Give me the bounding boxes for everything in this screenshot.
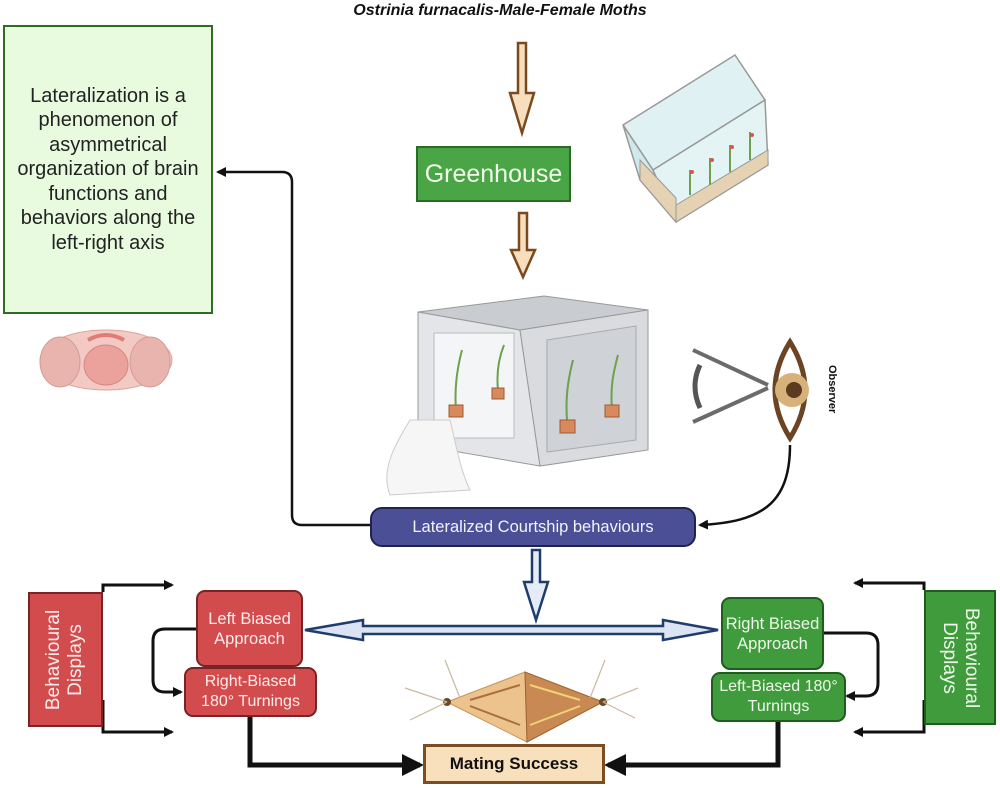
left-biased-approach-box: Left Biased Approach: [196, 590, 303, 667]
left-displays-label: Behavioural Displays: [43, 609, 87, 710]
greenhouse-box: Greenhouse: [416, 146, 571, 202]
courtship-box: Lateralized Courtship behaviours: [370, 507, 696, 547]
connector-left-approach-to-turnings: [151, 627, 196, 697]
arrow-courtship-down: [522, 548, 550, 625]
arrow-title-to-greenhouse: [508, 41, 536, 138]
connector-right-displays-top: [853, 578, 926, 590]
left-behavioural-displays-box: Behavioural Displays: [28, 592, 103, 727]
observer-label: Observer: [826, 365, 838, 414]
connector-left-displays-top: [101, 580, 174, 592]
mating-moths-illustration: [404, 659, 639, 743]
right-behavioural-displays-box: Behavioural Displays: [924, 590, 996, 725]
connector-observer-to-courtship: [698, 444, 792, 530]
connector-right-to-mating: [604, 722, 781, 776]
right-displays-label: Behavioural Displays: [939, 607, 982, 708]
left-biased-turnings-box: Left-Biased 180° Turnings: [711, 672, 846, 722]
diagram-title: Ostrinia furnacalis-Male-Female Moths: [353, 2, 647, 19]
insect-cage-illustration: [386, 295, 649, 496]
connector-right-approach-to-turnings: [824, 631, 880, 701]
double-arrow-left-right: [304, 618, 719, 642]
greenhouse-illustration: [621, 53, 769, 224]
arrow-greenhouse-to-cage: [509, 211, 537, 281]
connector-courtship-to-definition: [216, 167, 370, 527]
connector-right-displays-bottom: [853, 700, 926, 737]
connector-left-to-mating: [247, 717, 424, 776]
definition-box: Lateralization is a phenomenon of asymme…: [3, 25, 213, 314]
insect-brain-illustration: [39, 329, 173, 391]
right-biased-approach-box: Right Biased Approach: [721, 597, 824, 670]
observer-eye-icon: [692, 337, 809, 443]
mating-success-box: Mating Success: [423, 744, 605, 784]
right-biased-turnings-box: Right-Biased 180° Turnings: [184, 667, 317, 717]
definition-text: Lateralization is a phenomenon of asymme…: [17, 84, 199, 254]
connector-left-displays-bottom: [101, 700, 174, 737]
